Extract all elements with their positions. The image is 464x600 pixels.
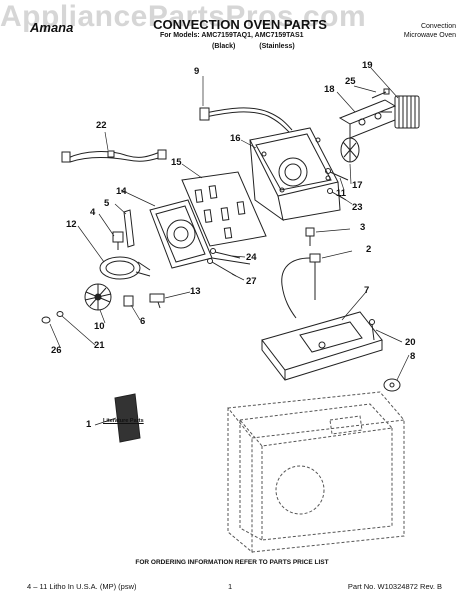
variant-stainless: (Stainless) bbox=[259, 43, 295, 50]
callout-27: 27 bbox=[246, 276, 257, 287]
part-5-bracket bbox=[123, 209, 135, 248]
callout-10: 10 bbox=[94, 321, 105, 332]
part-17-fan-blade bbox=[340, 137, 360, 163]
callout-20: 20 bbox=[405, 337, 416, 348]
callout-21: 21 bbox=[94, 340, 105, 351]
part-20-screw bbox=[369, 319, 375, 341]
oven-cavity-outline bbox=[227, 391, 405, 554]
watermark-text: AppliancePartsPros.com bbox=[0, 0, 367, 33]
part-8-thermal-fuse bbox=[383, 378, 401, 392]
litho-note: 4 – 11 Litho In U.S.A. (MP) (psw) bbox=[27, 582, 137, 591]
callout-15: 15 bbox=[171, 157, 182, 168]
section-label: Convection Microwave Oven bbox=[360, 22, 456, 40]
callout-13: 13 bbox=[190, 286, 201, 297]
callout-3: 3 bbox=[360, 222, 366, 233]
callout-18: 18 bbox=[324, 84, 335, 95]
part-2-sensor-wire bbox=[281, 253, 321, 319]
section-line-1: Convection bbox=[420, 23, 456, 30]
part-6-clip bbox=[123, 295, 134, 307]
part-16-convection-housing bbox=[249, 127, 341, 222]
callout-leaders bbox=[49, 67, 410, 426]
section-line-2: Microwave Oven bbox=[403, 32, 456, 39]
callout-7: 7 bbox=[364, 285, 370, 296]
brand-logo-text: Amana bbox=[30, 20, 74, 35]
callout-17: 17 bbox=[352, 180, 363, 191]
part-12-heating-element bbox=[99, 256, 151, 280]
page-number: 1 bbox=[228, 582, 233, 591]
part-13-connector bbox=[149, 293, 165, 309]
callout-12: 12 bbox=[66, 219, 77, 230]
callout-5: 5 bbox=[104, 198, 110, 209]
part-21-washer bbox=[56, 311, 64, 317]
callout-23: 23 bbox=[352, 202, 363, 213]
part-7-mounting-plate bbox=[261, 311, 383, 381]
part-1-literature bbox=[114, 393, 141, 443]
part-14-heater-housing bbox=[149, 199, 251, 269]
literature-parts-label: Literature Parts bbox=[103, 418, 144, 424]
models-line: For Models: AMC7159TAQ1, AMC7159TAS1 bbox=[160, 32, 304, 39]
part-22-wire-harness bbox=[61, 149, 167, 163]
callout-9: 9 bbox=[194, 66, 200, 77]
part-3-screw bbox=[305, 227, 315, 246]
page-title: CONVECTION OVEN PARTS bbox=[153, 17, 327, 32]
part-25-screw bbox=[371, 88, 390, 99]
callout-24: 24 bbox=[246, 252, 257, 263]
callout-8: 8 bbox=[410, 351, 416, 362]
model-variants: (Black) (Stainless) bbox=[212, 43, 317, 50]
callout-19: 19 bbox=[362, 60, 373, 71]
ordering-note: FOR ORDERING INFORMATION REFER TO PARTS … bbox=[135, 559, 329, 566]
part-4-thermostat bbox=[112, 231, 124, 250]
callout-2: 2 bbox=[366, 244, 372, 255]
part-10-convection-fan bbox=[84, 283, 112, 311]
callout-6: 6 bbox=[140, 316, 146, 327]
part-18-motor-bracket bbox=[338, 99, 397, 139]
callout-16: 16 bbox=[230, 133, 241, 144]
part-27-screw bbox=[207, 258, 237, 277]
part-26-nut bbox=[41, 316, 51, 324]
part-15-heater-shield bbox=[181, 171, 267, 247]
callout-26: 26 bbox=[51, 345, 62, 356]
part-11-screw bbox=[325, 168, 349, 181]
callout-25: 25 bbox=[345, 76, 356, 87]
callout-22: 22 bbox=[96, 120, 107, 131]
part-24-screw bbox=[210, 248, 241, 259]
variant-black: (Black) bbox=[212, 43, 236, 50]
part-number: Part No. W10324872 Rev. B bbox=[347, 582, 442, 591]
callout-4: 4 bbox=[90, 207, 96, 218]
callout-11: 11 bbox=[336, 188, 347, 199]
part-9-cable bbox=[199, 107, 293, 133]
callout-1: 1 bbox=[86, 419, 92, 430]
callout-14: 14 bbox=[116, 186, 127, 197]
